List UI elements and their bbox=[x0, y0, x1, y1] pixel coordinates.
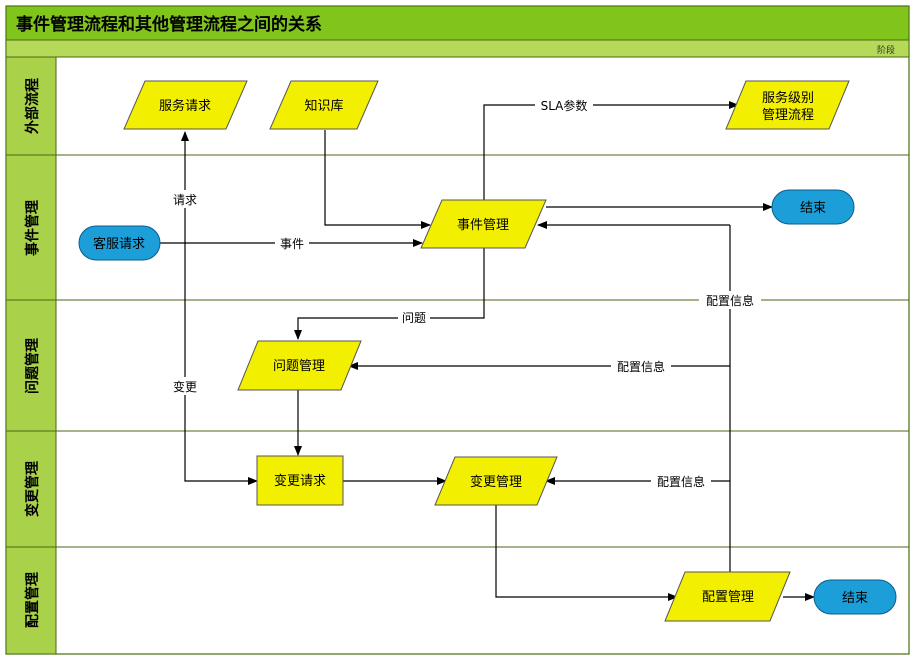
label-event: 事件 bbox=[280, 237, 304, 251]
label-backing bbox=[611, 357, 671, 375]
edge-change-to-config bbox=[495, 505, 678, 601]
lane-label-config: 配置管理 bbox=[24, 572, 41, 628]
label-request: 请求 bbox=[173, 193, 197, 207]
node-incident-mgmt-label: 事件管理 bbox=[457, 218, 509, 233]
edge-sla bbox=[483, 101, 739, 200]
label-backing bbox=[398, 309, 430, 326]
edge-problem bbox=[294, 248, 485, 340]
node-knowledge-base[interactable]: 知识库 bbox=[269, 80, 379, 130]
edge-change bbox=[184, 243, 258, 485]
phase-label: 阶段 bbox=[877, 44, 895, 56]
label-config-info-3: 配置信息 bbox=[657, 474, 705, 489]
label-sla-params: SLA参数 bbox=[541, 98, 588, 113]
node-incident-mgmt[interactable]: 事件管理 bbox=[420, 199, 547, 249]
node-customer-request-label: 客服请求 bbox=[93, 236, 145, 252]
node-end-bottom[interactable]: 结束 bbox=[813, 579, 897, 615]
title-bar bbox=[5, 5, 910, 41]
node-problem-mgmt[interactable]: 问题管理 bbox=[237, 340, 362, 391]
node-config-mgmt[interactable]: 配置管理 bbox=[664, 571, 791, 622]
node-service-request[interactable]: 服务请求 bbox=[123, 80, 248, 130]
node-change-request[interactable]: 变更请求 bbox=[256, 455, 344, 506]
node-change-mgmt[interactable]: 变更管理 bbox=[434, 456, 558, 506]
phase-bar bbox=[5, 39, 910, 58]
node-problem-mgmt-label: 问题管理 bbox=[273, 359, 325, 374]
node-change-mgmt-label: 变更管理 bbox=[470, 474, 522, 490]
lane-label-change: 变更管理 bbox=[24, 461, 41, 517]
node-sla-process-line1: 服务级别 bbox=[762, 90, 814, 106]
label-backing bbox=[535, 96, 593, 114]
node-end-top-label: 结束 bbox=[800, 201, 826, 216]
label-change: 变更 bbox=[173, 379, 197, 394]
node-customer-request[interactable]: 客服请求 bbox=[78, 225, 161, 261]
node-sla-process[interactable]: 服务级别 管理流程 bbox=[725, 80, 850, 130]
label-problem: 问题 bbox=[402, 311, 426, 325]
node-service-request-label: 服务请求 bbox=[159, 98, 211, 114]
label-backing bbox=[651, 472, 711, 490]
node-sla-process-line2: 管理流程 bbox=[762, 108, 814, 123]
lane-label-external: 外部流程 bbox=[24, 78, 41, 134]
diagram-title: 事件管理流程和其他管理流程之间的关系 bbox=[16, 14, 322, 35]
label-config-info-1: 配置信息 bbox=[706, 293, 754, 308]
label-backing bbox=[699, 291, 761, 309]
label-config-info-2: 配置信息 bbox=[617, 359, 665, 374]
edge-knowledge bbox=[324, 130, 431, 229]
lane-label-column bbox=[5, 56, 57, 655]
node-config-mgmt-label: 配置管理 bbox=[702, 590, 754, 605]
node-change-request-label: 变更请求 bbox=[274, 473, 326, 489]
label-backing bbox=[170, 190, 200, 208]
node-end-bottom-label: 结束 bbox=[842, 591, 868, 606]
node-end-top[interactable]: 结束 bbox=[771, 189, 855, 225]
lane-label-incident: 事件管理 bbox=[24, 200, 41, 256]
lane-label-problem: 问题管理 bbox=[24, 338, 41, 394]
node-knowledge-base-label: 知识库 bbox=[304, 98, 343, 114]
label-backing bbox=[275, 235, 309, 252]
label-backing bbox=[169, 377, 201, 395]
